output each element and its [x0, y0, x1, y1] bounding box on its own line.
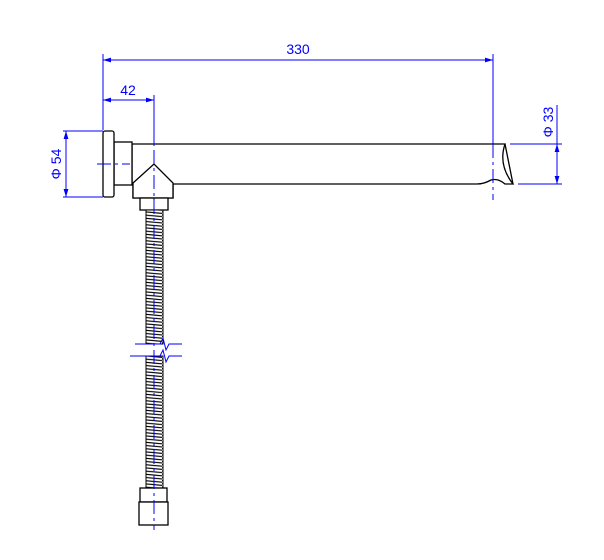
dimension-330: 330	[102, 41, 494, 144]
center-lines	[97, 100, 494, 530]
dimension-phi33-label: Φ 33	[540, 106, 556, 137]
dimension-phi33: Φ 33	[510, 105, 562, 185]
dimension-phi54: Φ 54	[48, 130, 103, 198]
dimension-330-label: 330	[286, 41, 310, 57]
flexible-hose	[138, 209, 169, 526]
dimension-phi54-label: Φ 54	[48, 148, 64, 179]
spout-pipe	[131, 143, 515, 199]
break-lines	[130, 336, 182, 364]
dimension-42-label: 42	[120, 82, 136, 98]
